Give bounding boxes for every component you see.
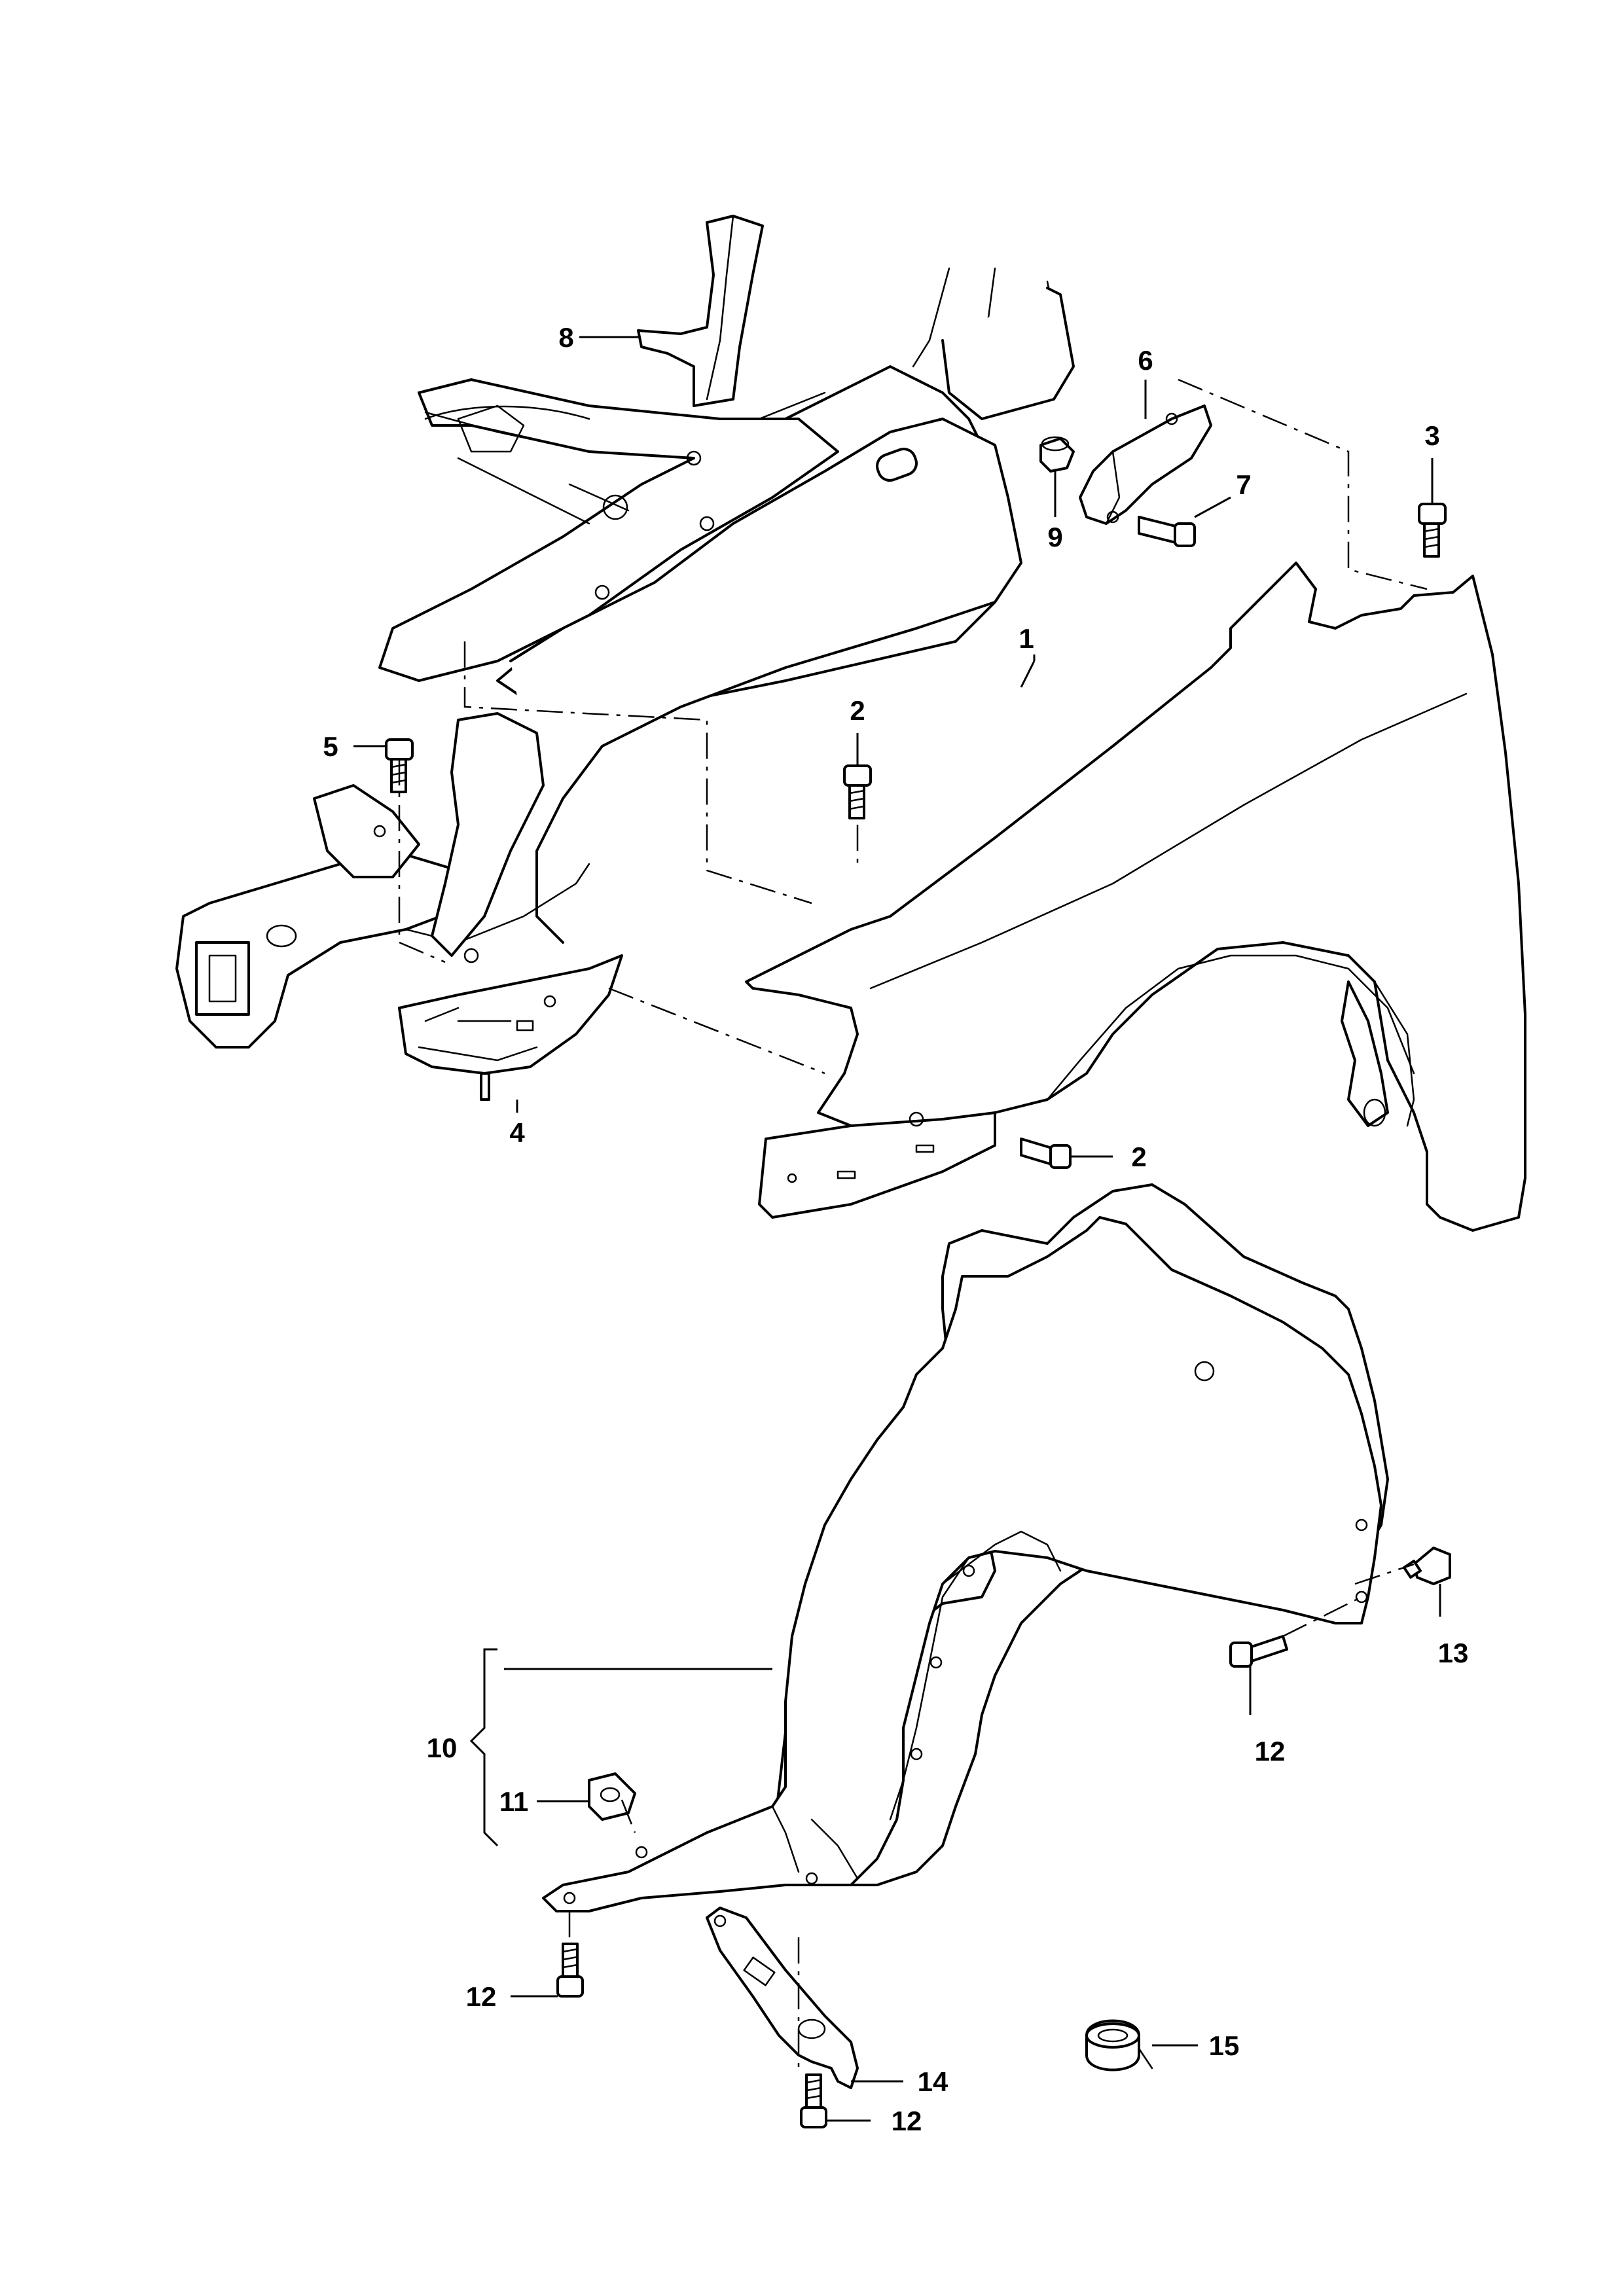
part-12-screw-left xyxy=(556,1943,584,1998)
callout-7: 7 xyxy=(1236,469,1251,500)
part-1-fender xyxy=(745,562,1526,1232)
callout-4: 4 xyxy=(509,1117,525,1148)
part-10-wheelhouse-liner xyxy=(469,1183,1389,1912)
part-11-clip-nut xyxy=(588,1772,636,1821)
part-14-strap xyxy=(706,1907,859,2089)
callout-3: 3 xyxy=(1424,420,1439,451)
part-6-bracket xyxy=(1079,404,1212,525)
callout-1: 1 xyxy=(1019,623,1034,654)
callout-5: 5 xyxy=(323,731,338,762)
callout-8: 8 xyxy=(558,322,573,353)
callout-2-upper: 2 xyxy=(850,695,865,726)
callout-15: 15 xyxy=(1209,2030,1240,2061)
callout-10: 10 xyxy=(427,1732,458,1763)
part-4-bracket xyxy=(398,954,623,1101)
callout-9: 9 xyxy=(1047,522,1062,552)
callout-11: 11 xyxy=(499,1786,528,1817)
part-7-screw xyxy=(1138,516,1196,547)
part-13-clip xyxy=(1403,1547,1451,1585)
part-12-screw-bottom xyxy=(800,2073,827,2128)
callout-12-right: 12 xyxy=(1255,1736,1286,1767)
assembly-lines xyxy=(398,378,1428,2068)
callout-12-bottom: 12 xyxy=(892,2106,922,2136)
part-8-insulator xyxy=(637,215,764,407)
part-2-bolt-upper xyxy=(843,764,872,819)
callout-2-lower: 2 xyxy=(1131,1141,1146,1172)
callout-12-left: 12 xyxy=(466,1981,497,2012)
callout-14: 14 xyxy=(918,2066,948,2097)
body-structure xyxy=(175,267,1075,1049)
callout-13: 13 xyxy=(1438,1638,1469,1668)
part-12-screw-right xyxy=(1229,1635,1288,1668)
callout-6: 6 xyxy=(1138,345,1153,376)
part-2-bolt-lower xyxy=(1020,1138,1072,1169)
callouts: 1 2 2 3 4 5 6 7 8 9 10 11 12 12 12 13 14… xyxy=(323,322,1468,2136)
part-9-plug xyxy=(1039,436,1075,473)
part-15-tape-roll xyxy=(1085,2019,1153,2072)
leader-lines xyxy=(353,336,1441,2122)
part-3-bolt xyxy=(1418,503,1447,558)
